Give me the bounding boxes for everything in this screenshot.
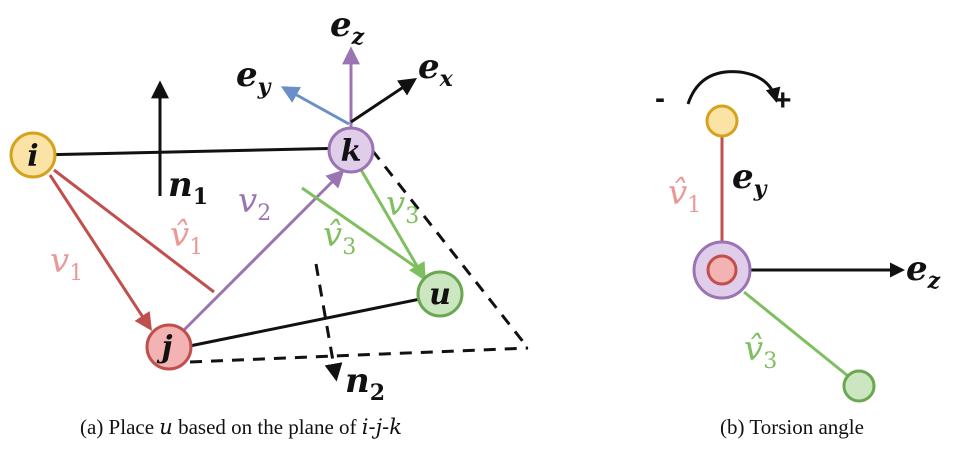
node-j-circle bbox=[145, 323, 193, 371]
label-v3hat: v̂3 bbox=[323, 215, 356, 260]
node-u-circle bbox=[416, 270, 464, 318]
edge-j-u bbox=[169, 293, 441, 352]
rotation-arc-icon bbox=[686, 70, 781, 105]
vector-v3-arrow bbox=[358, 167, 426, 282]
caption-a: (a) Place u based on the plane of i-j-k bbox=[80, 415, 402, 439]
node-i-label: i bbox=[27, 139, 38, 174]
label-ez-b: ez bbox=[906, 249, 941, 294]
minus-sign: - bbox=[655, 82, 665, 115]
label-ey-b: ey bbox=[732, 157, 769, 202]
panel-a: i j k u n1 n2 v1 v̂1 v2 v3 v̂3 ez ex ey … bbox=[9, 5, 530, 439]
panel-b: - + v̂1 ey ez v̂3 (b) Torsion angle bbox=[655, 70, 941, 439]
caption-b: (b) Torsion angle bbox=[720, 415, 864, 439]
label-n1: n1 bbox=[168, 165, 208, 210]
node-u-label: u bbox=[429, 277, 451, 312]
plus-sign: + bbox=[774, 84, 792, 117]
axis-ey-arrow bbox=[280, 86, 350, 126]
label-n2: n2 bbox=[345, 361, 385, 406]
label-v1: v1 bbox=[50, 241, 83, 286]
node-k-label: k bbox=[341, 134, 362, 169]
torsion-v3-line bbox=[743, 290, 849, 378]
label-v2: v2 bbox=[238, 181, 271, 226]
dashed-plane-j-corner bbox=[189, 346, 529, 364]
node-k-circle bbox=[327, 126, 375, 174]
label-ex-a: ex bbox=[418, 47, 454, 92]
label-ey-a: ey bbox=[236, 55, 273, 100]
label-v1hat-b: v̂1 bbox=[668, 173, 701, 218]
label-v3: v3 bbox=[386, 184, 419, 229]
label-v3hat-b: v̂3 bbox=[744, 329, 777, 374]
axis-ex-arrow bbox=[350, 78, 417, 124]
node-i-circle bbox=[9, 131, 57, 179]
torsion-top-node bbox=[705, 104, 739, 138]
edge-i-k bbox=[35, 146, 351, 157]
torsion-center-inner-node bbox=[706, 254, 738, 286]
vector-v1hat-line bbox=[53, 168, 215, 294]
label-v1hat: v̂1 bbox=[170, 215, 203, 260]
dashed-plane-k-corner bbox=[370, 149, 530, 349]
vector-v1-arrow bbox=[48, 174, 152, 332]
label-ez-a: ez bbox=[330, 5, 365, 50]
torsion-bottom-node bbox=[842, 369, 876, 403]
vector-v3hat-line bbox=[301, 186, 421, 272]
